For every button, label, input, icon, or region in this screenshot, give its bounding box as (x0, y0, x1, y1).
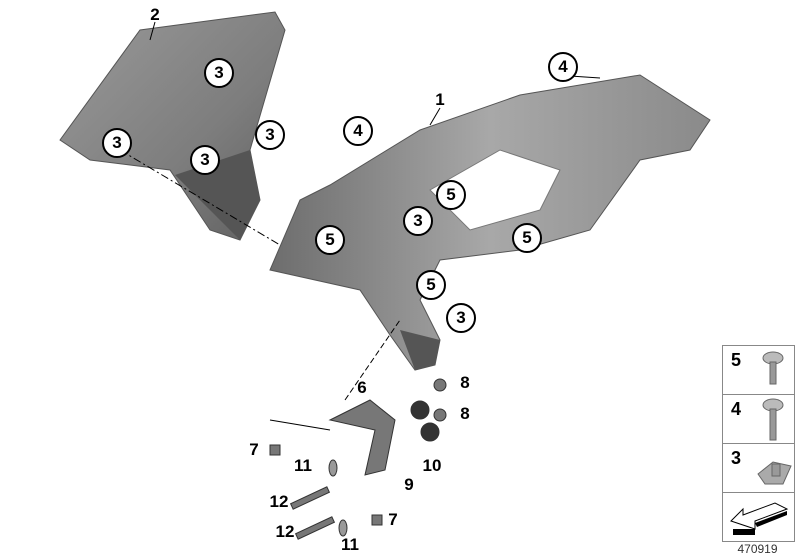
legend-item-3[interactable]: 3 (723, 444, 794, 493)
legend-item-4[interactable]: 4 (723, 395, 794, 444)
callout-3[interactable]: 3 (102, 128, 132, 158)
callout-3[interactable]: 3 (403, 206, 433, 236)
bracket-hardware (269, 378, 447, 540)
label-8[interactable]: 8 (460, 373, 470, 392)
clip-nut-icon (757, 461, 792, 485)
callout-3[interactable]: 3 (446, 303, 476, 333)
label-7[interactable]: 7 (388, 510, 398, 529)
label-10[interactable]: 10 (422, 456, 442, 475)
label-9[interactable]: 9 (404, 475, 414, 494)
callout-5[interactable]: 5 (436, 180, 466, 210)
callout-5[interactable]: 5 (416, 270, 446, 300)
long-screw-icon (762, 398, 784, 441)
callout-3[interactable]: 3 (190, 145, 220, 175)
label-7[interactable]: 7 (249, 440, 259, 459)
label-6[interactable]: 6 (357, 378, 367, 397)
legend-item-5[interactable]: 5 (723, 346, 794, 395)
legend-item-arrow[interactable] (723, 493, 794, 541)
diagram-number: 470919 (737, 542, 778, 556)
label-12[interactable]: 12 (269, 492, 289, 511)
label-1[interactable]: 1 (435, 90, 445, 109)
short-screw-icon (762, 351, 784, 385)
legend-label: 4 (731, 399, 742, 419)
legend-label: 3 (731, 448, 742, 468)
callout-4[interactable]: 4 (343, 116, 373, 146)
label-8[interactable]: 8 (460, 404, 470, 423)
parts-legend: 5 4 3 (722, 345, 795, 542)
legend-label: 5 (731, 350, 742, 370)
callout-4[interactable]: 4 (548, 52, 578, 82)
side-panel-left (59, 11, 286, 241)
label-12[interactable]: 12 (275, 522, 295, 541)
label-11[interactable]: 11 (341, 535, 359, 554)
callout-3[interactable]: 3 (255, 120, 285, 150)
label-11[interactable]: 11 (294, 456, 312, 475)
main-trim-panel (269, 74, 711, 371)
callout-5[interactable]: 5 (512, 223, 542, 253)
callout-5[interactable]: 5 (315, 225, 345, 255)
callout-3[interactable]: 3 (204, 58, 234, 88)
arrow-icon (730, 502, 789, 535)
label-2[interactable]: 2 (150, 5, 160, 24)
